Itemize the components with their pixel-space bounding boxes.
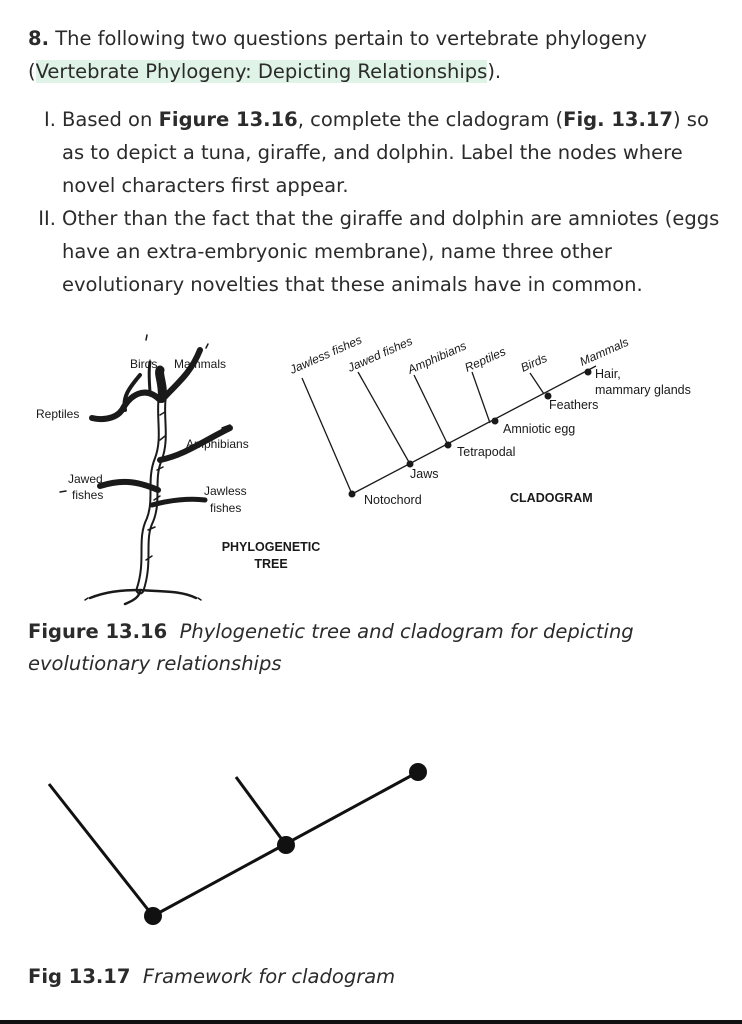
clado-char-notochord: Notochord xyxy=(364,493,422,507)
clado-char-hair: Hair, xyxy=(595,367,621,381)
framework-nodes xyxy=(144,763,427,925)
bottom-border xyxy=(0,1020,742,1024)
item-text: Based on xyxy=(62,108,159,131)
question-list: I. Based on Figure 13.16, complete the c… xyxy=(28,103,728,301)
figure-ref: Figure 13.16 xyxy=(158,108,298,131)
caption-label: Figure 13.16 xyxy=(28,620,168,643)
clado-char-feathers: Feathers xyxy=(549,398,598,412)
clado-taxon-reptiles: Reptiles xyxy=(463,344,508,374)
cladogram-nodes xyxy=(348,368,592,498)
question-item-1: I. Based on Figure 13.16, complete the c… xyxy=(28,103,728,202)
node-notochord xyxy=(348,490,356,498)
clado-char-mammary-glands: mammary glands xyxy=(595,383,691,397)
framework-node-root xyxy=(144,907,162,925)
question-item-2: II. Other than the fact that the giraffe… xyxy=(28,202,728,301)
tree-label-jawless-fishes: fishes xyxy=(210,501,241,515)
item-text: Other than the fact that the giraffe and… xyxy=(62,207,720,296)
caption-text: Framework for cladogram xyxy=(142,965,396,988)
tree-label-amphibians: Amphibians xyxy=(186,437,249,451)
figure-13-16-caption: Figure 13.16 Phylogenetic tree and clado… xyxy=(28,616,718,680)
clado-taxon-amphibians: Amphibians xyxy=(405,338,469,377)
clado-taxon-mammals: Mammals xyxy=(578,335,631,369)
question-header: 8. The following two questions pertain t… xyxy=(28,22,718,88)
cladogram-title: CLADOGRAM xyxy=(510,491,593,505)
tree-label-birds: Birds xyxy=(130,357,157,371)
clado-taxon-birds: Birds xyxy=(519,351,550,375)
node-amniotic-egg xyxy=(491,417,499,425)
tree-title-1: PHYLOGENETIC xyxy=(222,540,321,554)
vertebrate-phylogeny-link[interactable]: Vertebrate Phylogeny: Depicting Relation… xyxy=(35,60,488,83)
node-jaws xyxy=(406,460,414,468)
clado-char-jaws: Jaws xyxy=(410,467,438,481)
tree-label-jawless: Jawless xyxy=(204,484,247,498)
question-number: 8. xyxy=(28,27,49,50)
figure-13-17-caption: Fig 13.17 Framework for cladogram xyxy=(28,963,395,991)
tree-label-reptiles: Reptiles xyxy=(36,407,79,421)
node-tetrapodal xyxy=(444,441,452,449)
caption-label: Fig 13.17 xyxy=(28,965,131,988)
phylogenetic-tree-illustration xyxy=(59,334,233,606)
cladogram-framework xyxy=(47,770,419,918)
tree-label-jawed: Jawed xyxy=(68,472,103,486)
question-intro: The following two questions pertain to v… xyxy=(55,27,647,50)
tree-label-mammals: Mammals xyxy=(174,357,226,371)
caption-text: Phylogenetic tree and cladogram for depi… xyxy=(28,620,634,675)
node-hair xyxy=(584,368,592,376)
tree-label-jawed-fishes: fishes xyxy=(72,488,103,502)
framework-node-tip xyxy=(409,763,427,781)
framework-node-mid xyxy=(277,836,295,854)
tree-title-2: TREE xyxy=(254,557,287,571)
item-text: , complete the cladogram ( xyxy=(297,108,564,131)
clado-char-tetrapodal: Tetrapodal xyxy=(457,445,515,459)
figure-ref: Fig. 13.17 xyxy=(563,108,673,131)
link-open: ( xyxy=(28,60,36,83)
item-number: I. xyxy=(44,108,56,131)
item-text: ) so as to depict a tuna, giraffe, and d… xyxy=(62,108,709,197)
node-feathers xyxy=(544,392,552,400)
link-close: ). xyxy=(487,60,502,83)
cladogram-lines xyxy=(301,365,597,495)
clado-char-amniotic-egg: Amniotic egg xyxy=(503,422,575,436)
item-number: II. xyxy=(38,207,56,230)
